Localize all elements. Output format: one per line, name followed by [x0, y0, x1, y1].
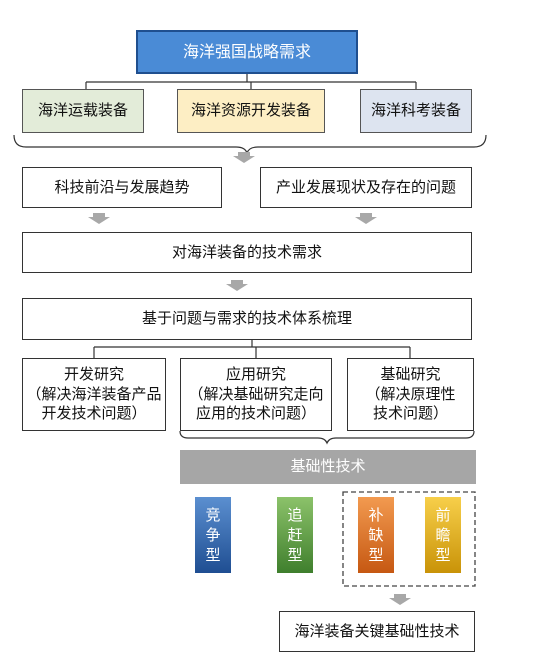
industry-status-box: 产业发展现状及存在的问题 — [260, 167, 472, 208]
type-char: 补 — [368, 505, 384, 524]
type-char: 型 — [287, 546, 303, 565]
research-line1-basic: （解决原理性 — [365, 384, 456, 403]
type-char: 赶 — [287, 525, 303, 544]
type-char: 瞻 — [435, 525, 451, 544]
research-title-basic: 基础研究 — [380, 365, 441, 384]
arrow-down-4 — [226, 280, 248, 291]
type-box-competitive: 竞 争 型 — [195, 497, 231, 573]
tech-need-box: 对海洋装备的技术需求 — [22, 232, 472, 273]
research-line1-development: （解决海洋装备产品 — [26, 384, 162, 403]
type-box-catchup: 追 赶 型 — [277, 497, 313, 573]
research-box-basic: 基础研究 （解决原理性 技术问题） — [347, 358, 474, 431]
arrow-down-5 — [389, 594, 411, 605]
strategy-demand-box: 海洋强国战略需求 — [136, 30, 358, 74]
basic-tech-label: 基础性技术 — [290, 457, 366, 476]
dashed-group-frame — [342, 491, 476, 587]
equipment-label-resource: 海洋资源开发装备 — [190, 101, 311, 120]
frontier-trend-label: 科技前沿与发展趋势 — [54, 177, 190, 196]
type-char: 竞 — [205, 505, 221, 524]
tech-system-label: 基于问题与需求的技术体系梳理 — [141, 309, 352, 328]
research-box-development: 开发研究 （解决海洋装备产品 开发技术问题） — [22, 358, 166, 431]
type-box-gapfilling: 补 缺 型 — [358, 497, 394, 573]
key-basic-tech-label: 海洋装备关键基础性技术 — [294, 621, 460, 640]
equipment-box-resource: 海洋资源开发装备 — [177, 89, 325, 133]
down-arrows — [88, 152, 411, 605]
strategy-demand-label: 海洋强国战略需求 — [182, 41, 311, 61]
arrow-down-2 — [88, 213, 110, 224]
equipment-box-transport: 海洋运载装备 — [22, 89, 144, 133]
research-box-applied: 应用研究 （解决基础研究走向 应用的技术问题） — [180, 358, 332, 431]
industry-status-label: 产业发展现状及存在的问题 — [275, 177, 456, 196]
type-char: 争 — [205, 525, 221, 544]
key-basic-tech-box: 海洋装备关键基础性技术 — [279, 611, 475, 652]
type-char: 前 — [435, 505, 451, 524]
equipment-label-transport: 海洋运载装备 — [37, 101, 128, 120]
tech-system-box: 基于问题与需求的技术体系梳理 — [22, 298, 472, 340]
type-char: 型 — [435, 546, 451, 565]
basic-tech-bar: 基础性技术 — [180, 450, 476, 484]
equipment-label-research: 海洋科考装备 — [370, 101, 461, 120]
type-box-forward: 前 瞻 型 — [425, 497, 461, 573]
research-title-applied: 应用研究 — [225, 365, 286, 384]
research-title-development: 开发研究 — [63, 365, 124, 384]
type-char: 缺 — [368, 525, 384, 544]
research-line2-basic: 技术问题） — [372, 404, 448, 423]
type-char: 型 — [205, 546, 221, 565]
frontier-trend-box: 科技前沿与发展趋势 — [22, 167, 222, 208]
research-line1-applied: （解决基础研究走向 — [188, 384, 324, 403]
type-char: 追 — [287, 505, 303, 524]
equipment-box-research: 海洋科考装备 — [360, 89, 472, 133]
type-char: 型 — [368, 546, 384, 565]
research-line2-development: 开发技术问题） — [41, 404, 147, 423]
arrow-down-3 — [355, 213, 377, 224]
research-line2-applied: 应用的技术问题） — [195, 404, 316, 423]
tech-need-label: 对海洋装备的技术需求 — [171, 242, 322, 261]
arrow-down-1 — [233, 152, 255, 163]
